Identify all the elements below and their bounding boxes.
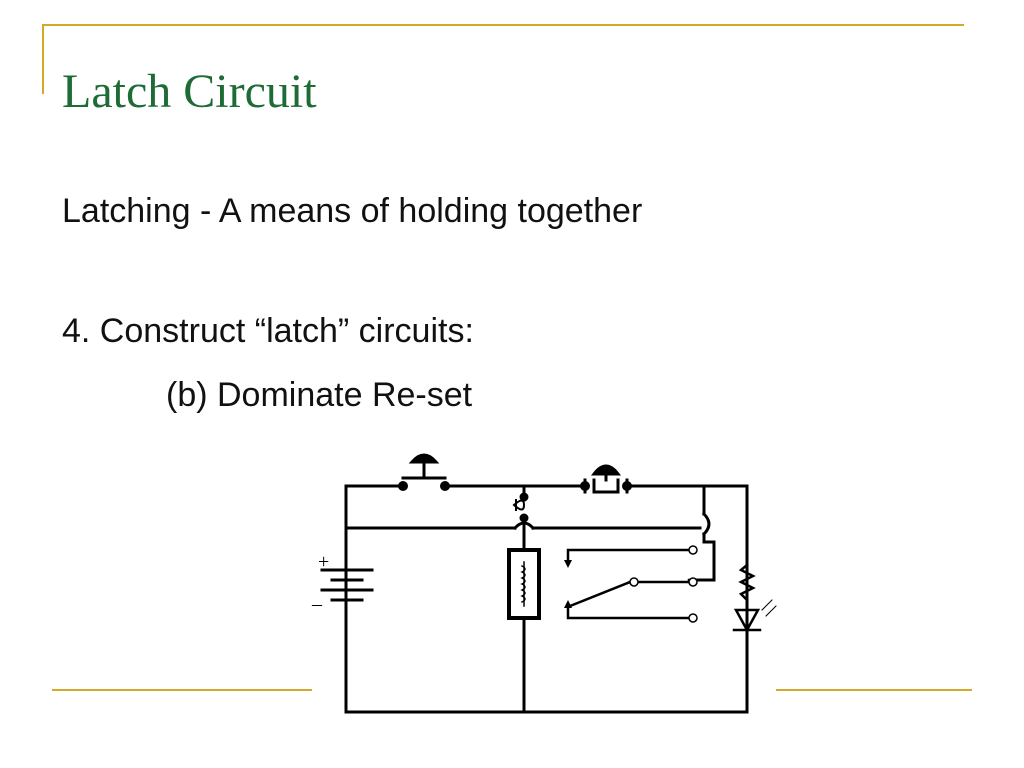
instruction-text: 4. Construct “latch” circuits: [62,312,474,350]
battery-minus-label: – [311,593,323,615]
relay-coil-icon [507,548,541,620]
circuit-wiring [344,484,749,714]
sub-instruction-text: (b) Dominate Re-set [166,376,473,414]
push-button-icon [583,464,629,494]
relay-switch-icon [564,548,697,620]
bottom-right-accent-line [776,689,972,691]
relay-contact-icon [512,499,526,511]
latch-circuit-diagram: + – [311,453,777,714]
definition-text: Latching - A means of holding together [62,192,643,230]
resistor-icon [738,563,756,602]
slide-title: Latch Circuit [62,65,317,118]
push-button-icon [401,453,447,488]
led-icon [732,599,777,633]
left-accent-line [42,24,44,94]
top-accent-line [42,24,964,26]
battery-icon [320,568,374,602]
bottom-left-accent-line [52,689,312,691]
battery-plus-label: + [318,551,329,573]
